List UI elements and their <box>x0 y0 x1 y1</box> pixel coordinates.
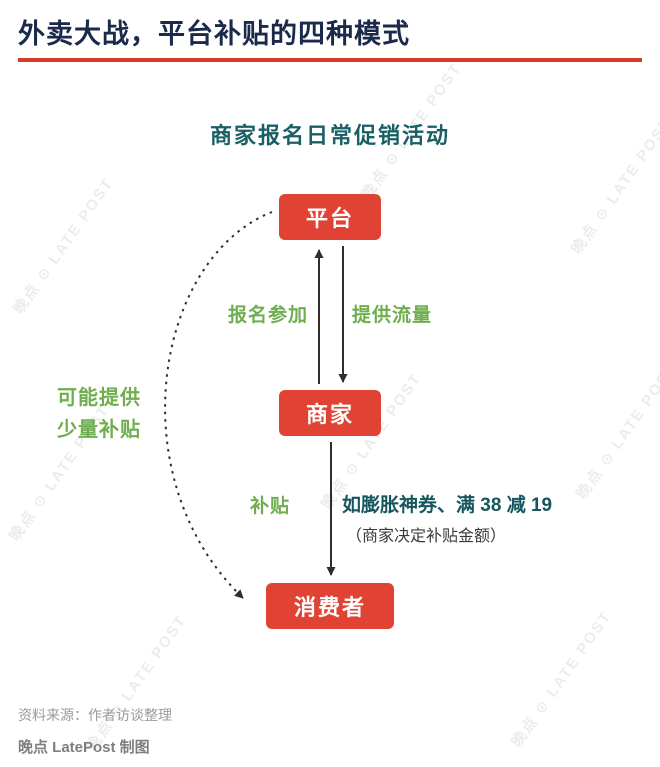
label-maybe-subsidy: 可能提供 少量补贴 <box>57 382 141 446</box>
label-maybe-subsidy-line1: 可能提供 <box>57 387 141 409</box>
label-signup: 报名参加 <box>228 305 309 326</box>
node-consumer: 消费者 <box>266 583 394 629</box>
label-subsidy-detail: 如膨胀神券、满 38 减 19 <box>342 495 553 516</box>
node-merchant: 商家 <box>279 390 381 436</box>
label-subsidy-note: （商家决定补贴金额） <box>346 528 507 545</box>
label-traffic: 提供流量 <box>352 305 433 326</box>
page-title: 外卖大战，平台补贴的四种模式 <box>18 19 410 49</box>
diagram-subtitle: 商家报名日常促销活动 <box>209 123 450 148</box>
label-maybe-subsidy-line2: 少量补贴 <box>57 419 141 441</box>
label-subsidy: 补贴 <box>250 496 291 517</box>
node-platform: 平台 <box>279 194 381 240</box>
footer-source: 资料来源：作者访谈整理 <box>18 707 172 723</box>
footer-credit: 晚点 LatePost 制图 <box>18 739 150 756</box>
arrow-maybe-subsidy-curve <box>164 211 273 599</box>
title-divider <box>18 58 642 62</box>
